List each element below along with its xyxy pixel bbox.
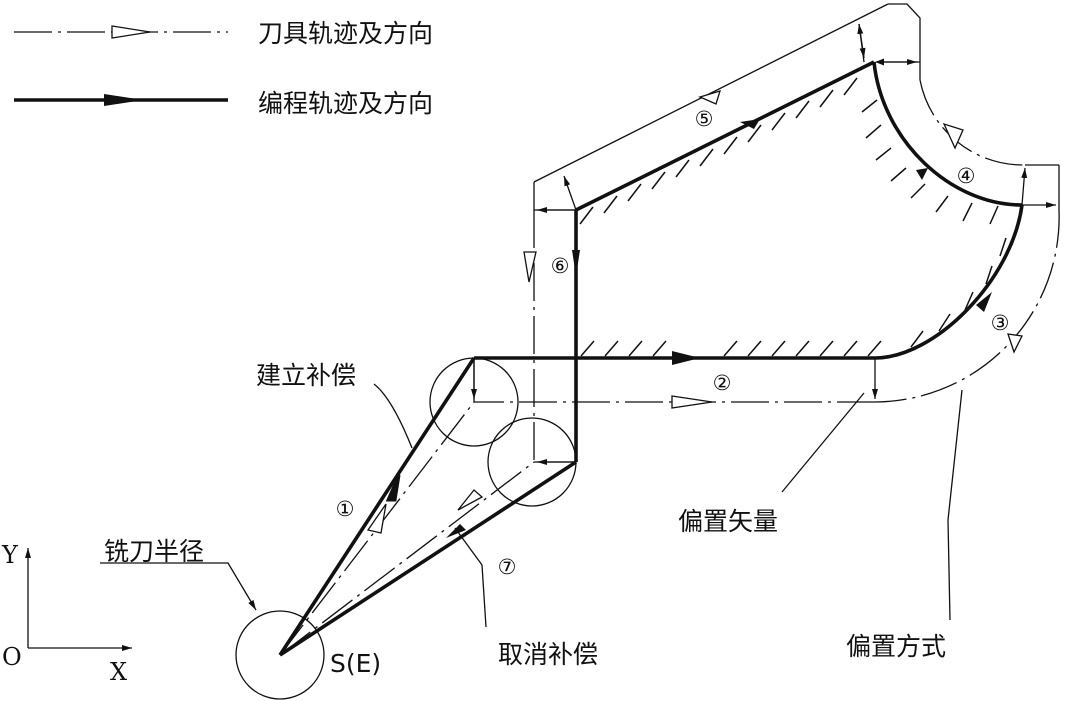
origin-label: O <box>2 643 22 671</box>
arrow-segment-7 <box>446 524 466 538</box>
offset-vector-left-diag <box>563 175 577 211</box>
program-segment-5 <box>575 60 875 212</box>
cutter-circles <box>235 357 577 700</box>
leader-establish <box>373 383 413 449</box>
legend-hollow-arrow <box>111 25 151 39</box>
legend-program-label: 编程轨迹及方向 <box>258 89 433 118</box>
coordinate-axes: Y X O <box>1 541 132 686</box>
cutter-circle-entry <box>429 357 519 447</box>
program-segment-1 <box>278 357 476 656</box>
tool-path-concave-arc <box>919 79 1026 166</box>
offset-vectors <box>471 23 1056 465</box>
segment-numbers: ① ② ③ ④ ⑤ ⑥ ⑦ <box>336 107 1010 579</box>
tool-path-exit-ray <box>279 461 535 656</box>
label-establish-comp: 建立补偿 <box>256 361 356 390</box>
arrow-segment-1 <box>385 474 401 502</box>
hollow-arrow-exit <box>457 489 484 511</box>
offset-vector-right-up <box>1021 167 1028 206</box>
leader-cutter-radius <box>100 562 257 611</box>
arrow-segment-4 <box>916 168 928 180</box>
direction-arrows <box>366 90 1023 538</box>
segment-label-7: ⑦ <box>498 555 517 579</box>
program-path <box>278 60 1024 657</box>
label-cutter-radius: 铣刀半径 <box>104 537 204 566</box>
arrow-segment-3 <box>976 292 992 312</box>
callout-labels: 建立补偿 铣刀半径 取消补偿 偏置矢量 偏置方式 S(E) <box>104 361 946 678</box>
arrow-segment-6 <box>572 250 580 276</box>
leader-offset-mode <box>947 389 963 621</box>
tool-path-top-edge <box>533 3 889 183</box>
hatching-bottom-edge <box>580 237 1007 357</box>
leader-cancel <box>454 527 487 628</box>
hollow-arrow-concave <box>942 122 964 150</box>
hatching-concave-arc <box>861 99 999 225</box>
segment-label-2: ② <box>713 371 732 395</box>
legend-tool-label: 刀具轨迹及方向 <box>258 19 433 48</box>
label-cancel-comp: 取消补偿 <box>498 640 598 669</box>
hollow-arrow-convex <box>1007 333 1023 354</box>
segment-label-3: ③ <box>991 311 1010 335</box>
segment-label-4: ④ <box>957 164 976 188</box>
segment-label-1: ① <box>336 497 355 521</box>
callout-leaders <box>100 383 963 628</box>
hollow-arrow-entry <box>366 503 387 534</box>
program-segment-4 <box>872 61 1023 207</box>
cutter-circle-start <box>235 610 325 700</box>
legend: 刀具轨迹及方向 编程轨迹及方向 <box>14 19 433 118</box>
tool-path-top-corner <box>888 3 921 80</box>
arrow-segment-2 <box>672 351 700 365</box>
x-axis-label: X <box>110 658 127 686</box>
cutter-circle-exit <box>487 417 577 507</box>
program-segment-7 <box>279 460 577 657</box>
y-axis-label: Y <box>1 541 19 569</box>
hollow-arrow-left <box>523 251 537 283</box>
hollow-arrow-top <box>698 90 721 105</box>
label-offset-mode: 偏置方式 <box>846 632 946 661</box>
label-start-end: S(E) <box>330 649 381 678</box>
offset-vector-top-diag-back <box>858 23 866 59</box>
hollow-arrow-bottom <box>671 395 713 409</box>
tool-path-left-corner <box>533 182 576 211</box>
leader-offset-vector <box>781 392 865 493</box>
legend-solid-arrow <box>104 94 144 106</box>
segment-label-5: ⑤ <box>695 107 714 131</box>
program-segment-3 <box>874 204 1024 360</box>
arrow-segment-5 <box>740 119 760 129</box>
material-hatching <box>579 77 1007 357</box>
label-offset-vector: 偏置矢量 <box>678 507 778 536</box>
segment-label-6: ⑥ <box>551 254 570 278</box>
hatching-top-edge <box>579 77 858 225</box>
